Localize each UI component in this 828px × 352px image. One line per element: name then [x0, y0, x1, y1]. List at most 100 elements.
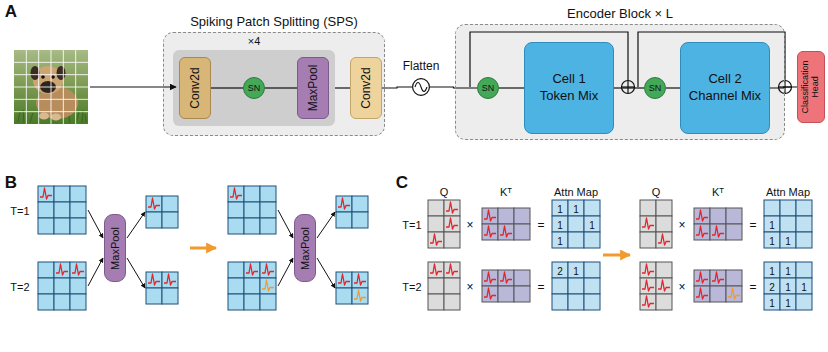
spike-glyph: [696, 272, 708, 283]
spike-glyph: [262, 264, 274, 275]
label-slot: 1: [557, 199, 563, 217]
table-cell: 1: [801, 282, 807, 293]
patch-grid-line: [14, 99, 88, 100]
label-slot: T=2: [10, 277, 29, 295]
grid-cell: [796, 278, 812, 294]
grid-cell: [54, 218, 70, 234]
grid-cell: [656, 294, 672, 310]
grid-cell: [352, 272, 368, 288]
patch-grid-line: [75, 50, 76, 124]
spike-glyph: [40, 188, 52, 199]
spike-glyph: [500, 272, 512, 283]
grid-cell: [514, 270, 530, 286]
grid-cell: [352, 288, 368, 304]
grid-cell: [694, 270, 710, 286]
cell-block: Cell 1Token Mix: [524, 42, 614, 134]
block-label: MaxPool: [110, 227, 121, 270]
grid-cell: [70, 218, 86, 234]
grid-cell: [428, 216, 444, 232]
block-label: Classification Head: [801, 54, 821, 120]
flatten-op: Flatten: [412, 78, 430, 96]
classifier-head: Classification Head: [797, 51, 825, 123]
grid-cell: [796, 216, 812, 232]
label-slot: T=2: [402, 277, 421, 295]
connector: [382, 87, 412, 88]
axis-label: Attn Map: [554, 186, 598, 198]
label-slot: 1: [785, 277, 791, 295]
grid-cell: [162, 212, 178, 228]
grid-cell: [260, 218, 276, 234]
grid-cell: [70, 294, 86, 310]
table-cell: 1: [769, 220, 775, 231]
grid-cell: [70, 262, 86, 278]
grid-cell: [640, 200, 656, 216]
grid-cell: [244, 262, 260, 278]
op-label: Flatten: [403, 60, 440, 74]
module-group: Conv2dSNMaxPool×4Conv2dSpiking Patch Spl…: [163, 32, 385, 136]
grid-cell: [228, 202, 244, 218]
grid-cell: [780, 200, 796, 216]
grid-cell: [796, 232, 812, 248]
grid-cell: [444, 232, 460, 248]
grid-cell: [694, 208, 710, 224]
table-cell: 1: [785, 282, 791, 293]
grid-cell: [146, 272, 162, 288]
grid-cell: [764, 262, 780, 278]
grid-cell: [336, 212, 352, 228]
spike-glyph: [446, 218, 458, 229]
grid-cell: [54, 186, 70, 202]
grid-cell: [640, 278, 656, 294]
grid-cell: [780, 278, 796, 294]
table-cell: 1: [573, 266, 579, 277]
table-cell: 1: [769, 266, 775, 277]
grid-cell: [228, 294, 244, 310]
label-slot: 1: [785, 293, 791, 311]
table-cell: 1: [589, 220, 595, 231]
label-slot: 1: [769, 293, 775, 311]
axis-label: ×: [466, 218, 473, 232]
flatten-symbol: [412, 78, 430, 96]
query-grid: [428, 200, 460, 248]
grid-cell: [640, 294, 656, 310]
pool-arrow: [317, 258, 335, 288]
patch-grid-line: [14, 87, 88, 88]
spike-glyph: [484, 226, 496, 237]
spike-glyph: [696, 288, 708, 299]
spike-map-grid: [228, 186, 276, 234]
grid-cell: [584, 200, 600, 216]
grid-cell: [584, 278, 600, 294]
grid-cell: [146, 288, 162, 304]
label-slot: 1: [785, 231, 791, 249]
grid-cell: [244, 278, 260, 294]
dog-ear: [57, 66, 66, 80]
grid-cell: [70, 186, 86, 202]
grid-cell: [710, 286, 726, 302]
spike-glyph: [338, 198, 350, 209]
conv-block: Conv2d: [179, 57, 211, 119]
spike-glyph: [658, 280, 670, 291]
spike-glyph: [430, 234, 442, 245]
grid-cell: [428, 278, 444, 294]
grid-cell: [54, 262, 70, 278]
grid-cell: [146, 196, 162, 212]
spike-glyph: [354, 290, 366, 301]
label-slot: Kᵀ: [500, 182, 512, 200]
grid-cell: [568, 262, 584, 278]
cell-label: Channel Mix: [689, 88, 761, 105]
query-grid: [640, 262, 672, 310]
axis-label: Q: [440, 186, 449, 198]
dog-paw: [51, 114, 61, 121]
label-slot: Kᵀ: [712, 182, 724, 200]
spike-glyph: [642, 280, 654, 291]
neuron-label: SN: [248, 84, 261, 93]
table-cell: 1: [557, 236, 563, 247]
pool-arrow: [278, 210, 293, 238]
repeat-group: Conv2dSNMaxPool×4: [173, 50, 335, 126]
photo-ground: [14, 50, 88, 124]
spike-glyph: [642, 296, 654, 307]
transition-arrow: [190, 247, 216, 250]
repeat-count: ×4: [248, 35, 261, 48]
grid-cell: [38, 186, 54, 202]
